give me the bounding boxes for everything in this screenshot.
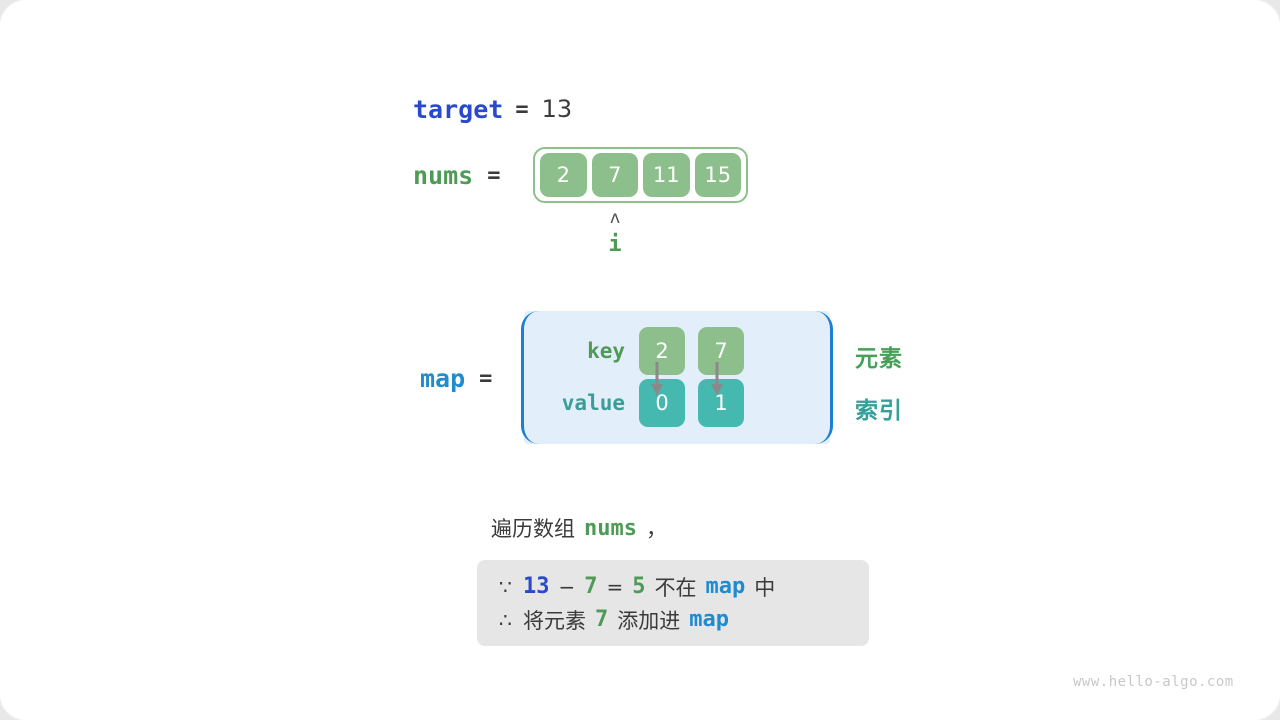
caption-code-token: nums [584, 515, 637, 541]
nums-array-container: 2 7 11 15 [533, 147, 748, 203]
map-key-cell: 7 [698, 327, 744, 375]
target-value: 13 [541, 95, 573, 123]
nums-equals-sign: = [487, 162, 501, 188]
target-assignment-row: target = 13 [413, 93, 572, 125]
map-key-row-label: key [587, 339, 625, 363]
caption-line: 遍历数组 nums ， [491, 513, 667, 543]
note-line-1: ∵ 13 − 7 = 5 不在 map 中 [499, 570, 847, 603]
note-map-token: map [689, 607, 729, 632]
note-added-element: 7 [595, 607, 609, 632]
site-watermark: www.hello-algo.com [1073, 674, 1234, 690]
target-variable-label: target [413, 94, 504, 124]
map-value-row: value 0 1 [521, 377, 833, 429]
note-line-2: ∴ 将元素 7 添加进 map [499, 603, 847, 636]
note-equals-operator: = [606, 574, 624, 599]
map-rows: key 2 7 value 0 1 [521, 311, 833, 444]
nums-variable-label: nums [413, 160, 474, 190]
key-to-value-arrow-icon [711, 362, 723, 396]
map-key-cell: 2 [639, 327, 685, 375]
note-line1-mid-text: 不在 [654, 575, 697, 600]
note-map-token: map [705, 574, 746, 599]
nums-cell: 7 [591, 153, 638, 197]
map-key-row: key 2 7 [521, 325, 833, 377]
note-line2-start-text: 将元素 [523, 608, 586, 633]
nums-cell: 2 [540, 153, 587, 197]
caption-suffix: ， [645, 517, 667, 541]
index-side-label: 索引 [855, 398, 903, 424]
note-line1-end-text: 中 [754, 575, 776, 600]
note-minus-operator: − [558, 574, 576, 599]
because-symbol: ∵ [499, 574, 512, 599]
element-side-label: 元素 [855, 346, 903, 372]
target-equals-sign: = [515, 96, 529, 122]
key-to-value-arrow-icon [651, 362, 663, 396]
map-value-row-label: value [561, 391, 625, 415]
note-target-value: 13 [523, 574, 550, 599]
nums-cell: 15 [694, 153, 741, 197]
map-variable-label: map [420, 363, 466, 393]
caption-prefix: 遍历数组 [491, 517, 575, 541]
therefore-symbol: ∴ [499, 607, 512, 632]
map-equals-sign: = [479, 365, 493, 391]
map-value-cell: 0 [639, 379, 685, 427]
map-assignment-row: map = [420, 362, 492, 394]
note-current-element: 7 [584, 574, 598, 599]
explanation-note-box: ∵ 13 − 7 = 5 不在 map 中 ∴ 将元素 [477, 560, 869, 646]
note-complement-value: 5 [632, 574, 646, 599]
nums-assignment-row: nums = [413, 159, 500, 191]
index-caret-icon: ʌ [609, 208, 621, 228]
nums-cell: 11 [643, 153, 690, 197]
index-pointer-label: i [608, 232, 622, 257]
note-line2-mid-text: 添加进 [617, 608, 681, 633]
